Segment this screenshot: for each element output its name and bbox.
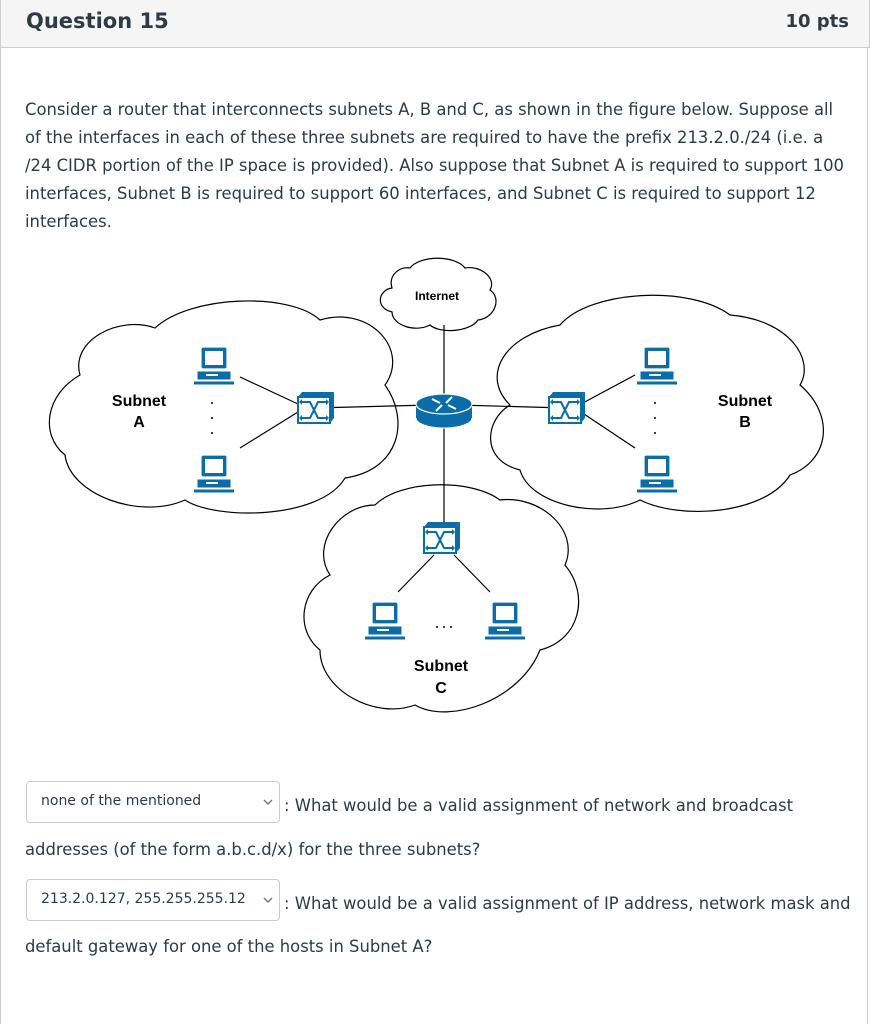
question-text: Consider a router that interconnects sub… [25,100,844,231]
switch-a-icon [297,391,335,424]
switch-c-icon [423,521,461,554]
subnet-b-label-line1: Subnet [718,393,773,410]
subnet-c-label-line2: C [435,680,447,697]
question-points: 10 pts [785,11,849,32]
chevron-down-icon [263,799,273,805]
subnet-a-label-line1: Subnet [112,393,167,410]
subnet-b-cloud [490,294,824,513]
answer-1-prompt-continued: addresses (of the form a.b.c.d/x) for th… [25,840,481,859]
question-header: Question 15 10 pts [0,0,870,48]
answer-2-dropdown[interactable]: 213.2.0.127, 255.255.255.12 [26,879,280,921]
answer-1-dropdown[interactable]: none of the mentioned [26,781,280,823]
answer-2-selected-value: 213.2.0.127, 255.255.255.12 [41,891,246,907]
subnet-c-cloud [303,484,580,713]
answer-2-prompt-continued: default gateway for one of the hosts in … [25,937,433,956]
answer-1-selected-value: none of the mentioned [41,793,202,809]
internet-label: Internet [415,289,459,303]
host-ellipsis [211,402,656,628]
answer-2-prompt: : What would be a valid assignment of IP… [284,894,851,913]
question-title: Question 15 [26,9,169,33]
subnet-a-cloud [48,300,399,514]
subnet-c-label-line1: Subnet [414,658,469,675]
network-diagram: Internet Subnet A Subnet B Subnet C [48,257,824,713]
subnet-b-label-line2: B [739,414,751,431]
subnet-a-label-line2: A [133,414,145,431]
internet-cloud [379,257,497,332]
switch-b-icon [548,391,586,424]
router-icon [415,393,473,429]
chevron-down-icon [263,897,273,903]
answer-1-prompt: : What would be a valid assignment of ne… [284,796,794,815]
